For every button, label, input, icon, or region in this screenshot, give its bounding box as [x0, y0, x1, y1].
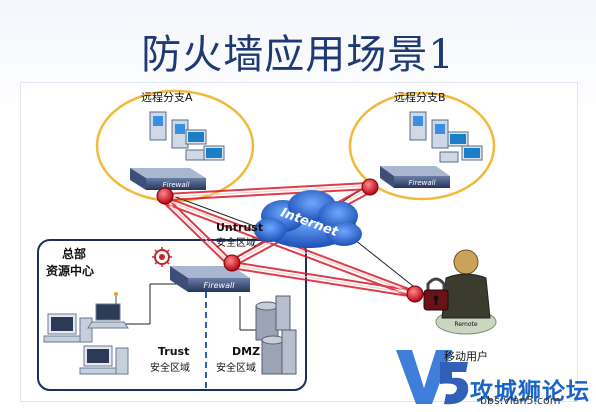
untrust-label: Untrust: [216, 221, 264, 234]
node-branch-b: [361, 178, 379, 196]
branch-b-label: 远程分支B: [394, 91, 446, 104]
hq-resource-label: 资源中心: [46, 264, 95, 278]
page-title: 防火墙应用场景1: [141, 32, 455, 78]
watermark-text: 攻城狮论坛: [470, 379, 590, 405]
branch-b-ellipse: [348, 91, 496, 201]
hq-border: [37, 239, 307, 391]
trust-zone-label: 安全区域: [150, 363, 190, 374]
hq-label: 总部: [62, 247, 87, 261]
branch-a-label: 远程分支A: [141, 91, 193, 104]
branch-b-firewall: Firewall: [380, 166, 450, 188]
dmz-zone-label: 安全区域: [216, 363, 256, 374]
dmz-servers: [255, 295, 297, 375]
branch-b-computers: [409, 111, 483, 163]
hq-trust-computers: [43, 292, 129, 375]
svg-text:Firewall: Firewall: [204, 281, 236, 290]
tunnel-nodes: [156, 178, 424, 303]
branch-a-computers: [149, 111, 225, 161]
watermark-url: bbs.vlan5.com: [480, 394, 561, 407]
branch-a-firewall: Firewall: [130, 168, 206, 190]
mobile-user-label: 移动用户: [444, 350, 488, 363]
virus-icon: [152, 247, 172, 267]
watermark-logo: [396, 350, 469, 405]
internet-cloud: Internet: [254, 190, 362, 248]
svg-text:Firewall: Firewall: [408, 179, 435, 187]
remote-user: Remote: [435, 249, 497, 335]
node-branch-a: [156, 187, 174, 205]
dmz-label: DMZ: [232, 345, 261, 358]
svg-text:Firewall: Firewall: [162, 181, 189, 189]
node-remote: [406, 285, 424, 303]
untrust-zone-label: 安全区域: [216, 238, 256, 249]
trust-label: Trust: [158, 345, 190, 358]
node-hq: [223, 254, 241, 272]
svg-text:Remote: Remote: [454, 321, 477, 328]
lock-icon: [423, 277, 449, 311]
